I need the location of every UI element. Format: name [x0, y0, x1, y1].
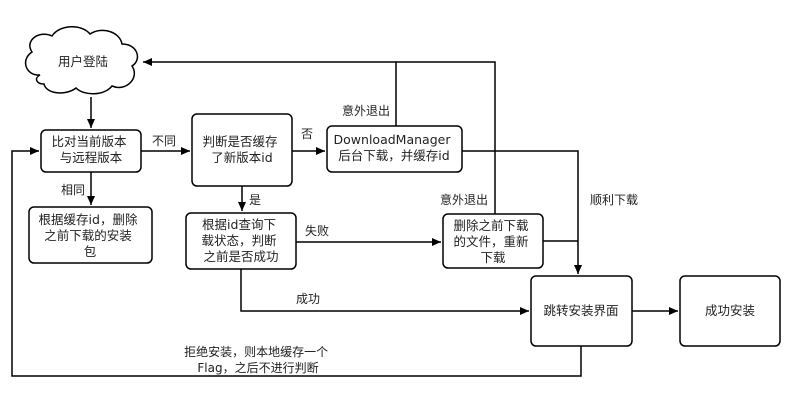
node-line: 后台下载，并缓存id	[338, 148, 449, 163]
reject-label-line: Flag，之后不进行判断	[197, 360, 318, 375]
node-install-ui: 跳转安装界面	[530, 275, 633, 347]
node-line: 之前是否成功	[203, 249, 278, 264]
node-label: 根据id查询下 载状态，判断 之前是否成功	[202, 217, 281, 264]
node-line: 载状态，判断	[202, 233, 277, 248]
node-line: 根据id查询下	[202, 217, 276, 232]
node-line: 包	[84, 244, 97, 259]
edge-label-yes: 是	[249, 193, 261, 207]
edge-label-smooth-download: 顺利下载	[590, 193, 638, 207]
node-install-success: 成功安装	[679, 275, 781, 347]
node-box	[679, 275, 781, 347]
node-line: 根据缓存id，删除	[39, 212, 138, 227]
node-compare-version: 比对当前版本 与远程版本	[40, 129, 142, 173]
edge-label-succeeded: 成功	[296, 292, 320, 306]
reject-label-line: 拒绝安装，则本地缓存一个	[184, 344, 328, 359]
node-label: 用户登陆	[58, 54, 108, 69]
node-query-status: 根据id查询下 载状态，判断 之前是否成功	[185, 212, 297, 270]
edge-download-to-install	[462, 150, 582, 274]
node-box	[326, 125, 463, 173]
node-line: 成功安装	[705, 303, 755, 318]
edge-label-reject: 拒绝安装，则本地缓存一个 Flag，之后不进行判断	[184, 344, 332, 375]
node-label: DownloadManager 后台下载，并缓存id	[334, 132, 455, 163]
node-line: 用户登陆	[58, 54, 108, 69]
node-line: 跳转安装界面	[543, 303, 618, 318]
node-label: 删除之前下载 的文件，重新 下载	[454, 218, 533, 265]
edge-label-unexpected-exit-1: 意外退出	[342, 103, 390, 118]
node-download-manager: DownloadManager 后台下载，并缓存id	[326, 125, 463, 173]
node-line: 的文件，重新	[454, 234, 529, 249]
node-line: 比对当前版本	[52, 134, 128, 149]
node-line: 判断是否缓存	[203, 134, 278, 149]
node-check-cache: 判断是否缓存 了新版本id	[191, 113, 293, 187]
node-line: 下载	[480, 250, 506, 265]
node-line: 删除之前下载	[454, 218, 530, 233]
node-label: 判断是否缓存 了新版本id	[203, 134, 282, 165]
edge-label-failed: 失败	[305, 223, 329, 238]
node-line: 了新版本id	[211, 150, 272, 165]
node-line: DownloadManager	[334, 132, 452, 147]
edge-label-no: 否	[301, 127, 313, 141]
edge-redownload-exit-to-login	[396, 61, 496, 214]
edge-label-same: 相同	[61, 183, 85, 197]
node-label: 跳转安装界面	[543, 303, 618, 318]
node-line: 之前下载的安装	[44, 228, 132, 243]
node-user-login: 用户登陆	[24, 26, 139, 95]
node-delete-package: 根据缓存id，删除 之前下载的安装 包	[28, 206, 153, 264]
node-label: 成功安装	[705, 303, 755, 318]
edge-label-unexpected-exit-2: 意外退出	[440, 192, 488, 207]
edge-reject-to-compare	[11, 147, 582, 377]
node-label: 根据缓存id，删除 之前下载的安装 包	[39, 212, 142, 259]
node-redownload: 删除之前下载 的文件，重新 下载	[442, 213, 544, 269]
edge-query-to-install	[240, 269, 529, 315]
node-line: 与远程版本	[60, 150, 123, 165]
node-box	[28, 206, 153, 264]
cloud-shape	[24, 26, 139, 95]
node-label: 比对当前版本 与远程版本	[52, 134, 131, 165]
edge-label-different: 不同	[152, 134, 176, 148]
